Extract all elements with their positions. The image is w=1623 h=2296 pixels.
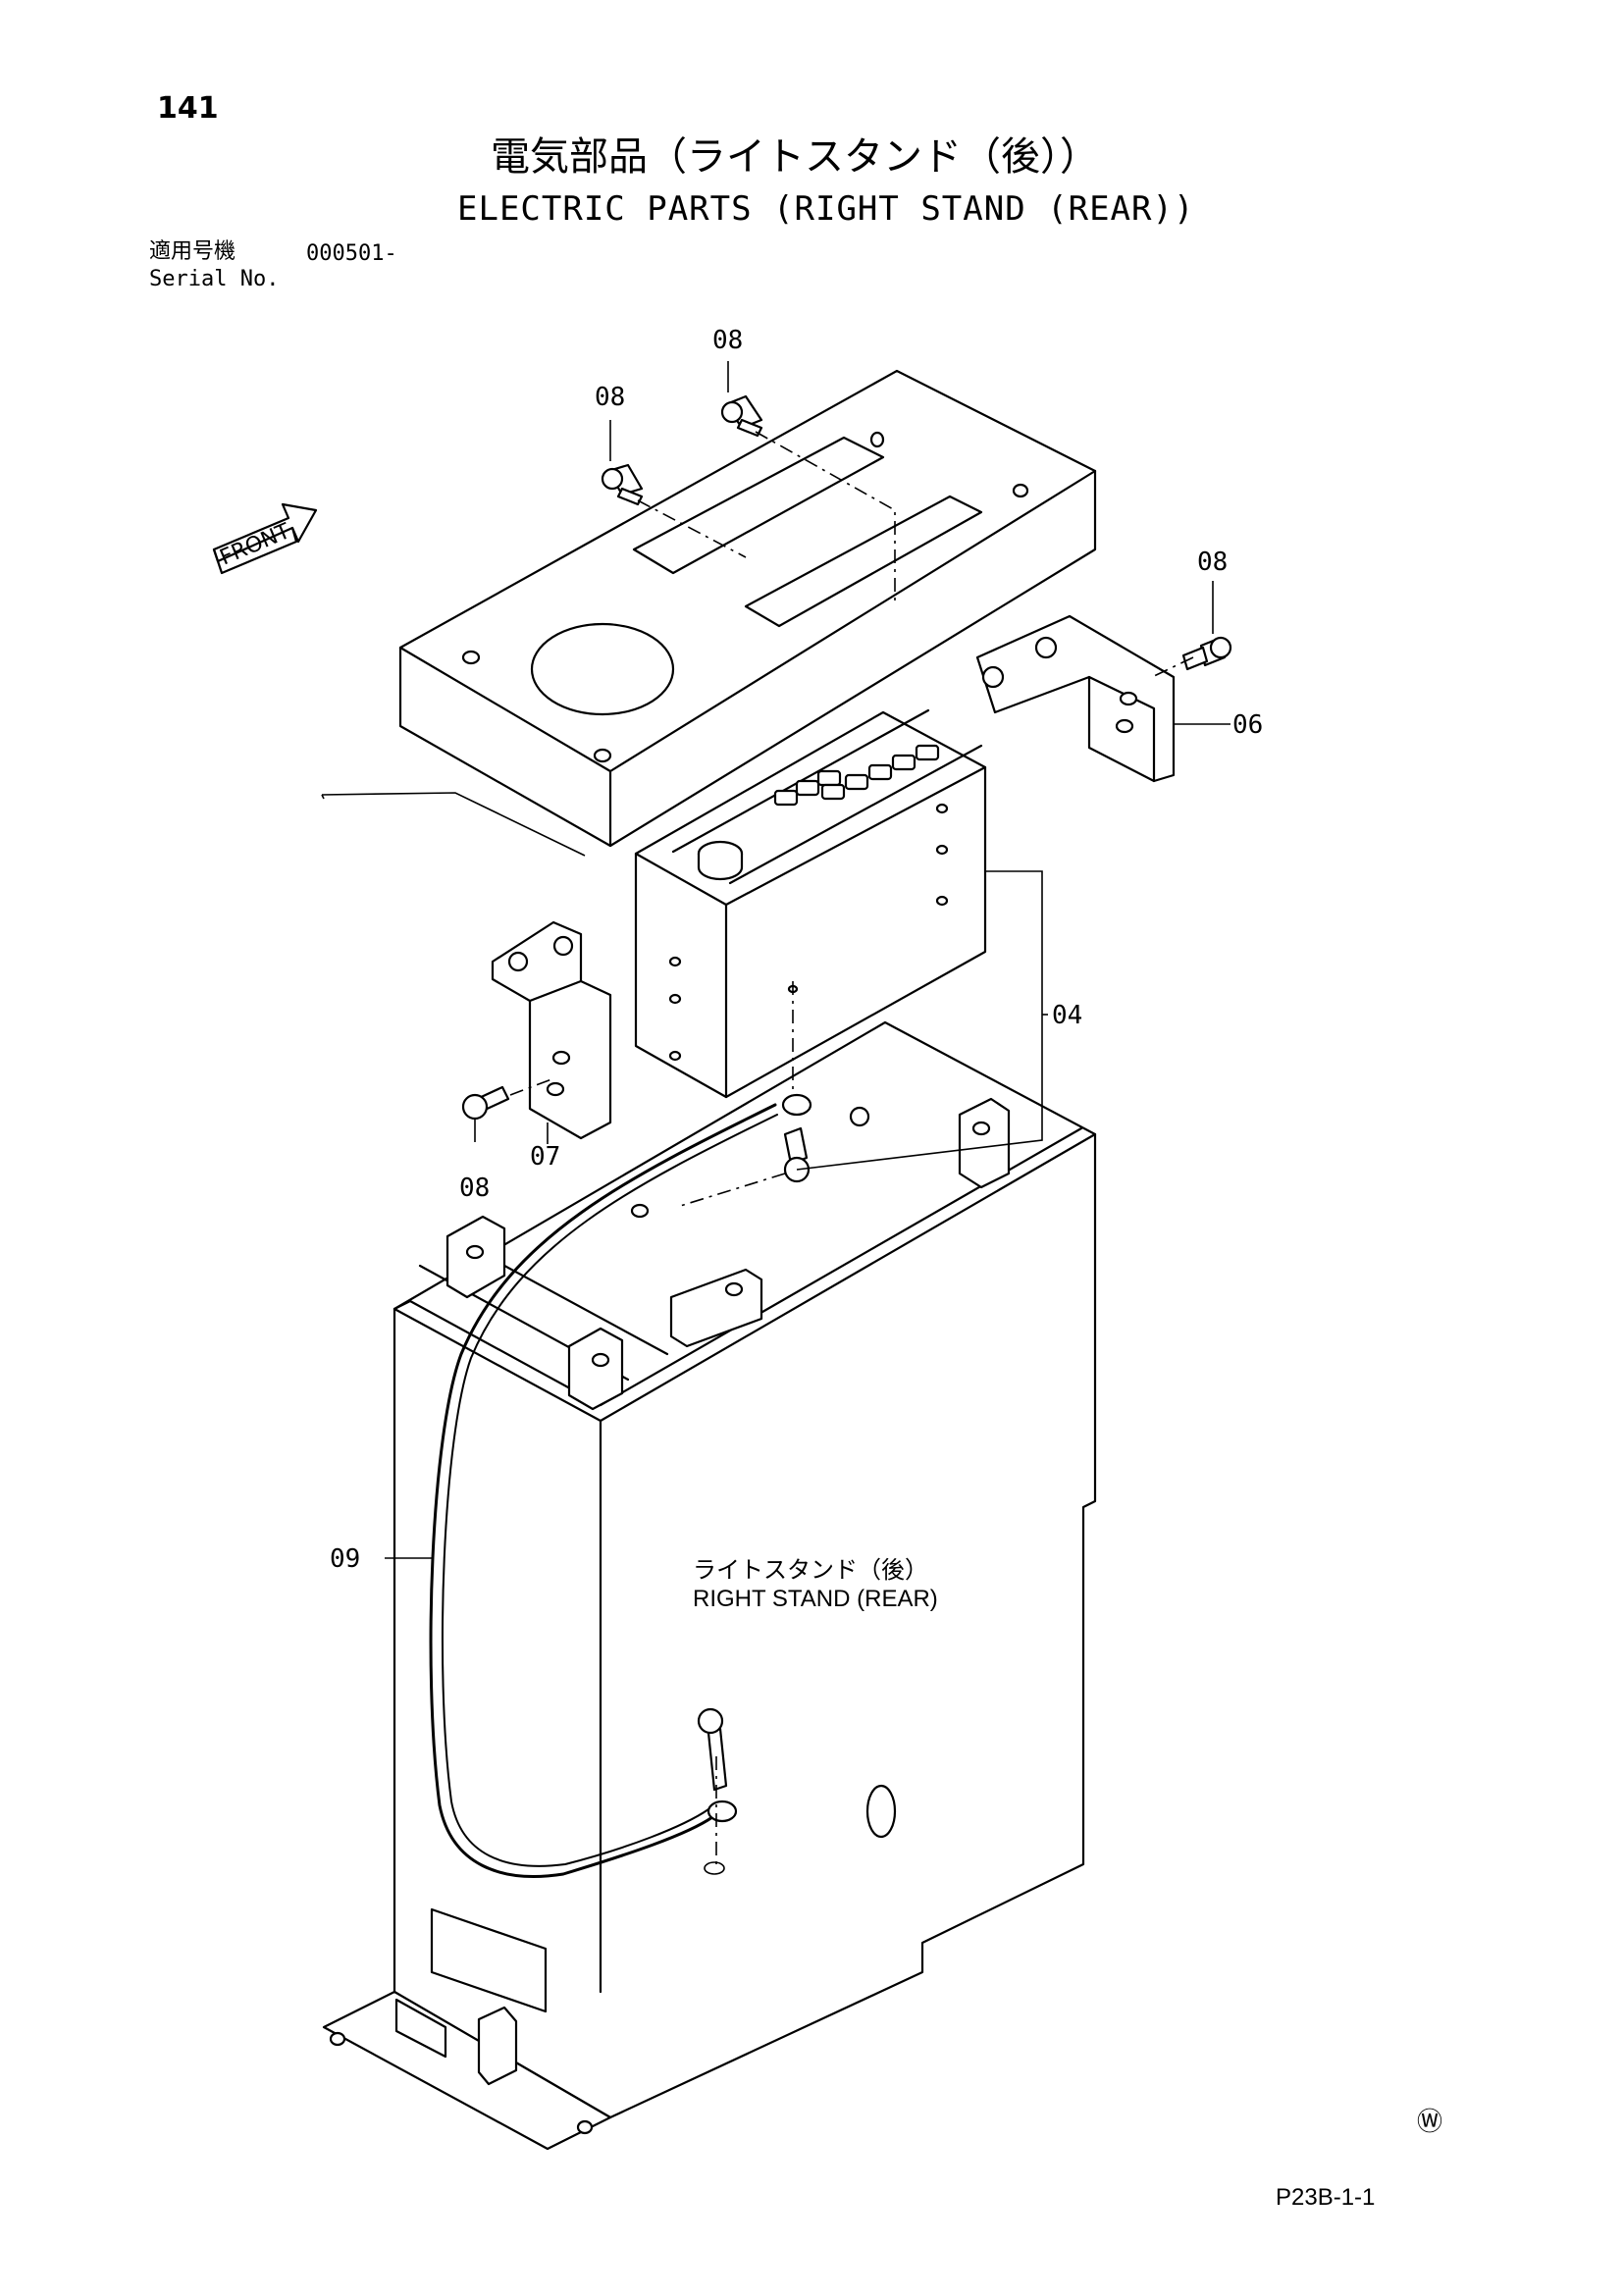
bolt-08-right (1183, 638, 1230, 669)
title-japanese: 電気部品（ライトスタンド（後）） (491, 134, 1099, 180)
screw-stand-ground (699, 1709, 726, 1790)
watermark-symbol: Ⓦ (1417, 2108, 1443, 2137)
callout-08-top: 08 (712, 326, 744, 355)
bracket-06 (977, 616, 1174, 781)
serial-value: 000501- (306, 241, 397, 266)
front-label: FRONT (217, 519, 294, 571)
bracket-07 (493, 922, 610, 1138)
callout-04: 04 (1052, 1001, 1083, 1030)
bolt-08-top (722, 396, 761, 436)
serial-label-japanese: 適用号機 (149, 239, 236, 264)
callout-08-bottom: 08 (459, 1174, 491, 1203)
page-number: 141 (157, 91, 219, 126)
callout-08-left: 08 (595, 383, 626, 412)
stand-label-english: RIGHT STAND (REAR) (693, 1586, 938, 1612)
fuse-box-04 (636, 710, 985, 1097)
bolt-08-bottom (463, 1087, 508, 1119)
callout-07: 07 (530, 1142, 561, 1172)
title-english: ELECTRIC PARTS (RIGHT STAND (REAR)) (457, 189, 1195, 229)
stand-label-japanese: ライトスタンド（後） (693, 1556, 928, 1584)
callout-09: 09 (330, 1544, 361, 1574)
page-reference: P23B-1-1 (1276, 2184, 1376, 2211)
ground-cable-09 (431, 1095, 811, 1876)
bolt-08-left (602, 465, 642, 504)
serial-label-english: Serial No. (149, 267, 280, 291)
callout-08-right: 08 (1197, 548, 1229, 577)
right-stand-body (324, 1022, 1095, 2149)
front-arrow-icon: FRONT (214, 504, 316, 573)
screw-fuse-box-ground (785, 1128, 809, 1181)
callout-06: 06 (1232, 710, 1264, 740)
top-cover-plate (400, 371, 1095, 846)
